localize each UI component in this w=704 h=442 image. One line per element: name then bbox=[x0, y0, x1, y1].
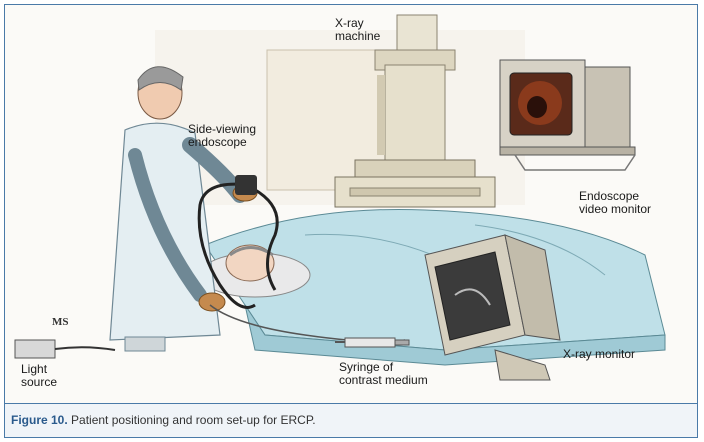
label-xray-monitor: X-ray monitor bbox=[563, 348, 635, 361]
figure-illustration: MS X-ray machine Side-viewing endoscope … bbox=[4, 4, 698, 404]
artist-signature: MS bbox=[52, 316, 69, 328]
svg-text:MS: MS bbox=[52, 316, 69, 328]
label-side-viewing-endoscope: Side-viewing endoscope bbox=[188, 123, 256, 149]
label-syringe-contrast: Syringe of contrast medium bbox=[339, 361, 428, 387]
label-xray-machine: X-ray machine bbox=[335, 17, 380, 43]
endoscope-video-monitor bbox=[500, 60, 635, 170]
label-light-source: Light source bbox=[21, 363, 57, 389]
caption-bar: Figure 10. Patient positioning and room … bbox=[4, 404, 698, 438]
figure-caption: Figure 10. Patient positioning and room … bbox=[11, 413, 316, 427]
figure-number: Figure 10. bbox=[11, 413, 68, 427]
caption-text: Patient positioning and room set-up for … bbox=[68, 413, 316, 427]
label-endoscope-video-monitor: Endoscope video monitor bbox=[579, 190, 651, 216]
